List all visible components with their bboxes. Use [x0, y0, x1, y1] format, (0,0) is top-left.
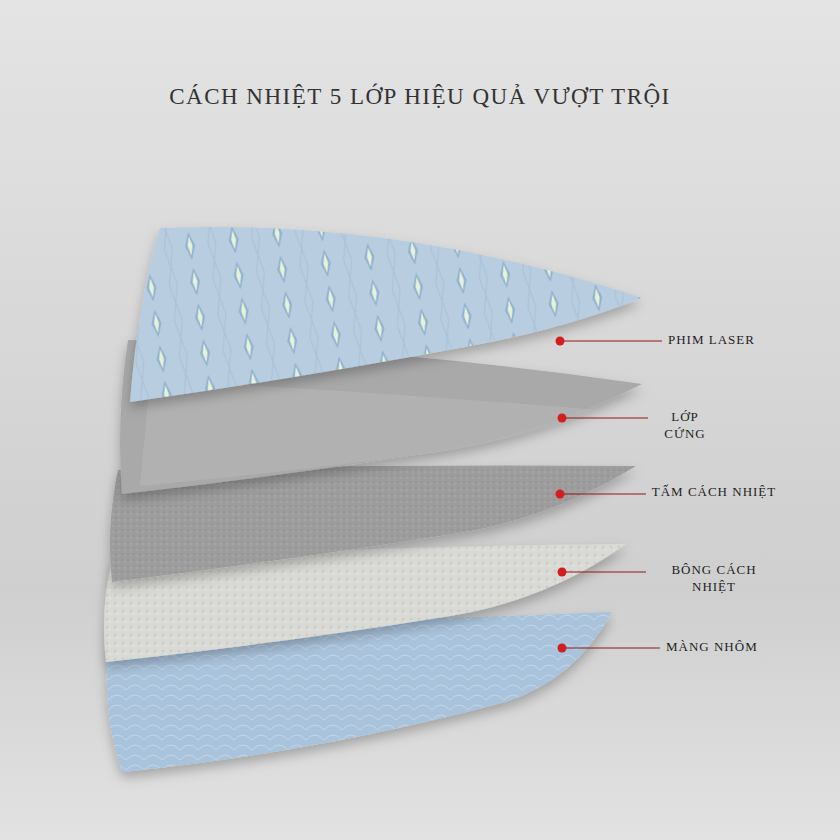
layer-label: MÀNG NHÔM — [666, 639, 826, 656]
layer-label: TẤM CÁCH NHIỆT — [650, 484, 778, 501]
heading: CÁCH NHIỆT 5 LỚP HIỆU QUẢ VƯỢT TRỘI — [0, 84, 840, 110]
layer-label: LỚP CỨNG — [652, 409, 718, 443]
layer-label: PHIM LASER — [668, 332, 828, 349]
layer-label: BÔNG CÁCH NHIỆT — [650, 562, 778, 596]
